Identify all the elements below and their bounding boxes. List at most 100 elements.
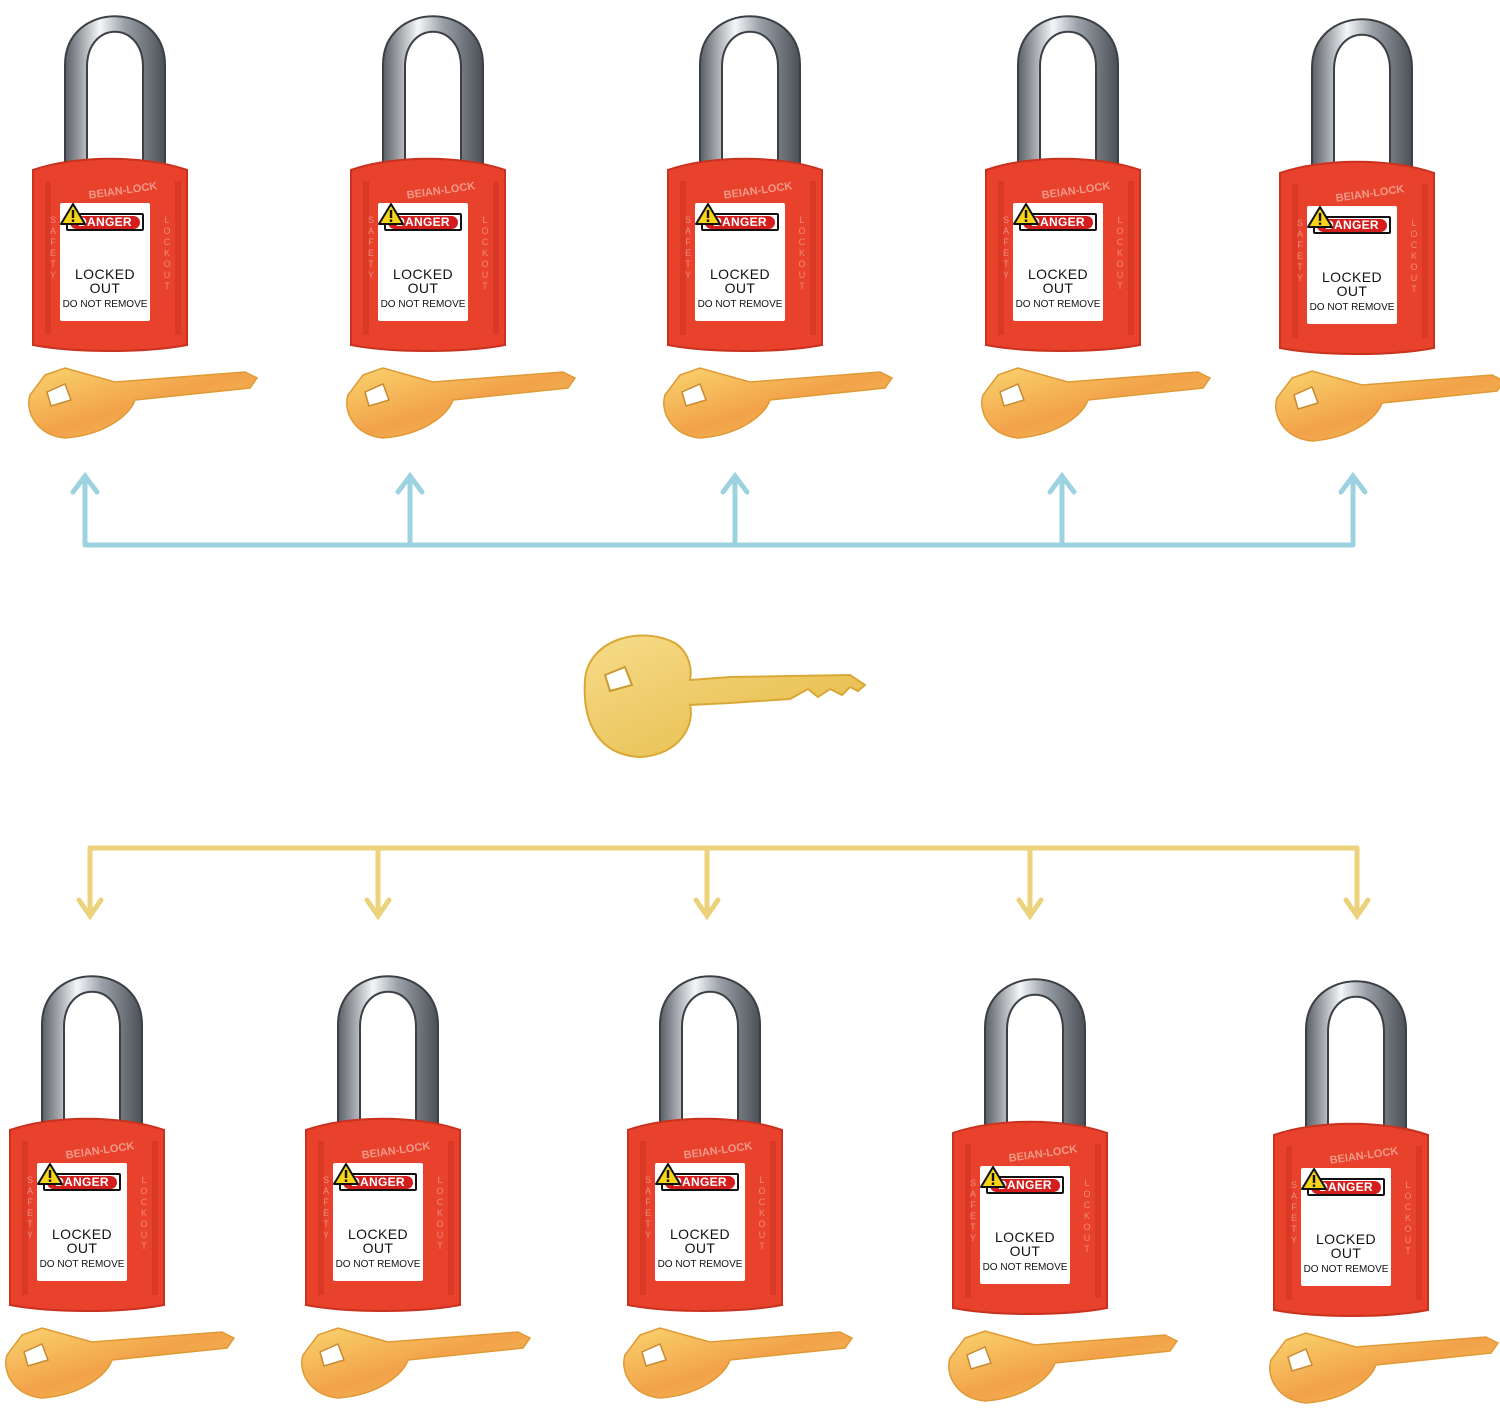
out-text: OUT: [724, 280, 756, 296]
side-label-safety: SAFETY: [1296, 218, 1303, 283]
locked-text: LOCKED: [1322, 269, 1382, 285]
danger-text: DANGER: [47, 1176, 117, 1189]
master-key-icon: [583, 634, 867, 759]
warning-icon: [1301, 1168, 1327, 1190]
do-not-remove-text: DO NOT REMOVE: [335, 1259, 421, 1270]
top-padlock-1: BEIAN-LOCK SAFETY LOCKOUT DANGER LOCKED …: [15, 5, 259, 445]
do-not-remove-text: DO NOT REMOVE: [380, 299, 466, 310]
locked-text: LOCKED: [1028, 266, 1088, 282]
bottom-padlock-2: BEIAN-LOCK SAFETY LOCKOUT DANGER LOCKED …: [288, 965, 532, 1405]
side-label-safety: SAFETY: [367, 215, 374, 280]
side-label-safety: SAFETY: [644, 1175, 651, 1240]
side-label-lockout: LOCKOUT: [758, 1175, 766, 1251]
side-label-safety: SAFETY: [684, 215, 691, 280]
danger-header: DANGER: [43, 1173, 121, 1191]
side-label-lockout: LOCKOUT: [1116, 215, 1124, 291]
top-connector: [70, 471, 1368, 548]
danger-text: DANGER: [665, 1176, 735, 1189]
warning-icon: [655, 1163, 681, 1185]
do-not-remove-text: DO NOT REMOVE: [62, 299, 148, 310]
locked-text: LOCKED: [710, 266, 770, 282]
warning-icon: [1013, 203, 1039, 225]
bottom-padlock-4: BEIAN-LOCK SAFETY LOCKOUT DANGER LOCKED …: [935, 968, 1179, 1408]
side-label-safety: SAFETY: [1002, 215, 1009, 280]
danger-header: DANGER: [1307, 1178, 1385, 1196]
bottom-padlock-3: BEIAN-LOCK SAFETY LOCKOUT DANGER LOCKED …: [610, 965, 854, 1405]
locked-text: LOCKED: [995, 1229, 1055, 1245]
danger-label-card: DANGER LOCKED OUT DO NOT REMOVE: [1013, 203, 1103, 321]
side-label-lockout: LOCKOUT: [163, 215, 171, 291]
danger-header: DANGER: [986, 1176, 1064, 1194]
danger-text: DANGER: [388, 216, 458, 229]
out-text: OUT: [1336, 283, 1368, 299]
out-text: OUT: [1042, 280, 1074, 296]
danger-header: DANGER: [1313, 216, 1391, 234]
side-label-safety: SAFETY: [1290, 1180, 1297, 1245]
out-text: OUT: [66, 1240, 98, 1256]
danger-text: DANGER: [990, 1179, 1060, 1192]
locked-text: LOCKED: [393, 266, 453, 282]
danger-text: DANGER: [70, 216, 140, 229]
danger-label-card: DANGER LOCKED OUT DO NOT REMOVE: [333, 1163, 423, 1281]
danger-text: DANGER: [1023, 216, 1093, 229]
warning-icon: [333, 1163, 359, 1185]
do-not-remove-text: DO NOT REMOVE: [697, 299, 783, 310]
warning-icon: [1307, 206, 1333, 228]
warning-icon: [60, 203, 86, 225]
danger-label-card: DANGER LOCKED OUT DO NOT REMOVE: [60, 203, 150, 321]
locked-text: LOCKED: [75, 266, 135, 282]
warning-icon: [378, 203, 404, 225]
side-label-lockout: LOCKOUT: [1410, 218, 1418, 294]
top-padlock-3: BEIAN-LOCK SAFETY LOCKOUT DANGER LOCKED …: [650, 5, 894, 445]
do-not-remove-text: DO NOT REMOVE: [1015, 299, 1101, 310]
out-text: OUT: [362, 1240, 394, 1256]
danger-label-card: DANGER LOCKED OUT DO NOT REMOVE: [695, 203, 785, 321]
side-label-lockout: LOCKOUT: [481, 215, 489, 291]
bottom-padlock-5: BEIAN-LOCK SAFETY LOCKOUT DANGER LOCKED …: [1256, 970, 1500, 1410]
danger-label-card: DANGER LOCKED OUT DO NOT REMOVE: [980, 1166, 1070, 1284]
out-text: OUT: [684, 1240, 716, 1256]
top-padlock-4: BEIAN-LOCK SAFETY LOCKOUT DANGER LOCKED …: [968, 5, 1212, 445]
danger-label-card: DANGER LOCKED OUT DO NOT REMOVE: [1307, 206, 1397, 324]
locked-text: LOCKED: [1316, 1231, 1376, 1247]
side-label-lockout: LOCKOUT: [1083, 1178, 1091, 1254]
side-label-safety: SAFETY: [322, 1175, 329, 1240]
out-text: OUT: [89, 280, 121, 296]
danger-header: DANGER: [66, 213, 144, 231]
do-not-remove-text: DO NOT REMOVE: [982, 1262, 1068, 1273]
do-not-remove-text: DO NOT REMOVE: [1303, 1264, 1389, 1275]
danger-header: DANGER: [1019, 213, 1097, 231]
danger-text: DANGER: [1311, 1181, 1381, 1194]
danger-header: DANGER: [339, 1173, 417, 1191]
out-text: OUT: [407, 280, 439, 296]
danger-text: DANGER: [1317, 219, 1387, 232]
locked-text: LOCKED: [670, 1226, 730, 1242]
danger-header: DANGER: [661, 1173, 739, 1191]
do-not-remove-text: DO NOT REMOVE: [39, 1259, 125, 1270]
side-label-lockout: LOCKOUT: [798, 215, 806, 291]
do-not-remove-text: DO NOT REMOVE: [657, 1259, 743, 1270]
danger-label-card: DANGER LOCKED OUT DO NOT REMOVE: [378, 203, 468, 321]
side-label-lockout: LOCKOUT: [140, 1175, 148, 1251]
side-label-safety: SAFETY: [969, 1178, 976, 1243]
out-text: OUT: [1009, 1243, 1041, 1259]
bottom-padlock-1: BEIAN-LOCK SAFETY LOCKOUT DANGER LOCKED …: [0, 965, 236, 1405]
warning-icon: [37, 1163, 63, 1185]
warning-icon: [695, 203, 721, 225]
danger-label-card: DANGER LOCKED OUT DO NOT REMOVE: [37, 1163, 127, 1281]
side-label-lockout: LOCKOUT: [1404, 1180, 1412, 1256]
top-padlock-2: BEIAN-LOCK SAFETY LOCKOUT DANGER LOCKED …: [333, 5, 577, 445]
danger-header: DANGER: [701, 213, 779, 231]
danger-label-card: DANGER LOCKED OUT DO NOT REMOVE: [1301, 1168, 1391, 1286]
locked-text: LOCKED: [52, 1226, 112, 1242]
danger-text: DANGER: [343, 1176, 413, 1189]
side-label-safety: SAFETY: [26, 1175, 33, 1240]
do-not-remove-text: DO NOT REMOVE: [1309, 302, 1395, 313]
side-label-safety: SAFETY: [49, 215, 56, 280]
warning-icon: [980, 1166, 1006, 1188]
danger-text: DANGER: [705, 216, 775, 229]
bottom-connector: [76, 845, 1371, 921]
top-padlock-5: BEIAN-LOCK SAFETY LOCKOUT DANGER LOCKED …: [1262, 8, 1500, 448]
